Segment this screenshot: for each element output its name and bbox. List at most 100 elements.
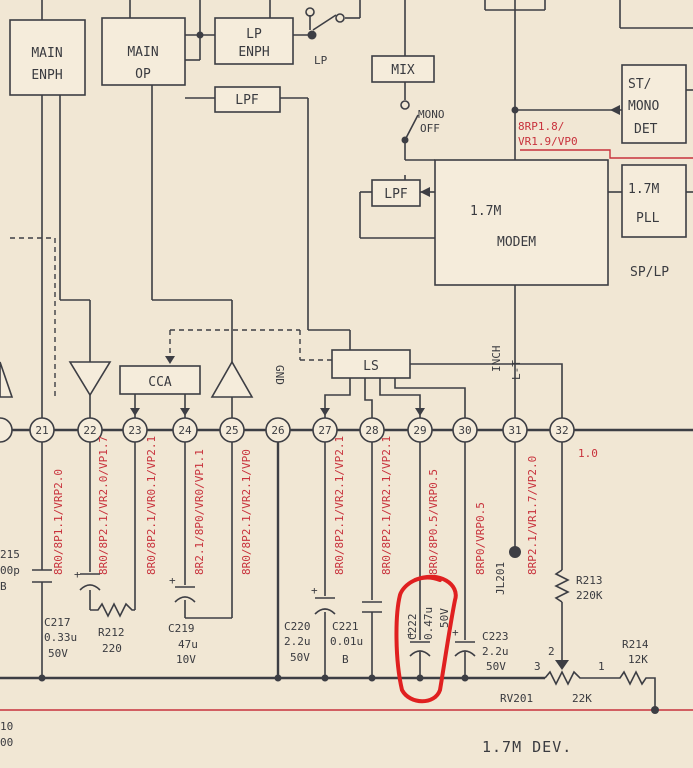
c215-label: 215 xyxy=(0,548,20,561)
c219-voltage: 10V xyxy=(176,653,196,666)
pin-number: 23 xyxy=(128,424,141,437)
c220-value: 2.2u xyxy=(284,635,311,648)
inch-label: INCH xyxy=(490,346,503,373)
c219-value: 47u xyxy=(178,638,198,651)
r214-value: 12K xyxy=(628,653,648,666)
capacitor-c222: + xyxy=(407,628,431,657)
pin-voltage-label: 8R0/8P2.1/VR2.1/VP0 xyxy=(240,449,253,575)
main-op-line1: MAIN xyxy=(127,45,158,60)
c217-label: C217 xyxy=(44,616,71,629)
left-edge-label-2: 00 xyxy=(0,736,13,749)
mono-label: MONO xyxy=(418,108,445,121)
st-mono-det-line1: ST/ xyxy=(628,77,651,92)
mono-off-switch xyxy=(400,100,419,141)
ls-output-32 xyxy=(410,363,563,418)
lp-switch xyxy=(305,7,345,31)
l-t-label: L-T xyxy=(510,360,523,380)
c223-label: C223 xyxy=(482,630,509,643)
pin-voltage-label: 8R0/8P2.1/VR2.1/VP2.1 xyxy=(380,436,393,575)
main-enph-line1: MAIN xyxy=(31,46,62,61)
gnd-label: GND xyxy=(273,365,286,385)
main-enph-line2: ENPH xyxy=(31,68,62,83)
pin-number: 27 xyxy=(318,424,331,437)
r213-value: 220K xyxy=(576,589,603,602)
arrow-icon xyxy=(180,408,190,416)
buffer-triangle-20 xyxy=(0,361,14,398)
lpf-mid-label: LPF xyxy=(384,187,408,202)
junction-dot xyxy=(38,674,46,682)
pin-voltage-label: 8R0/8P2.1/VR2.1/VP2.1 xyxy=(333,436,346,575)
modem-line2: MODEM xyxy=(497,235,536,250)
c221-type: B xyxy=(342,653,349,666)
lpf-top-label: LPF xyxy=(235,93,259,108)
pin-voltage-label: 8R0/8P2.1/VR0.1/VP2.1 xyxy=(145,436,158,575)
c221-label: C221 xyxy=(332,620,359,633)
c215-value: 00p xyxy=(0,564,20,577)
svg-text:+: + xyxy=(311,584,318,597)
c222-label: C222 xyxy=(406,614,419,641)
r214-label: R214 xyxy=(622,638,649,651)
ls-output-28 xyxy=(364,378,373,418)
arrow-icon xyxy=(130,408,140,416)
lp-enph-line1: LP xyxy=(246,27,262,42)
off-label: OFF xyxy=(420,122,440,135)
pin-voltage-label: 8R0/8P2.1/VR2.0/VP1.7 xyxy=(97,436,110,575)
main-op-line2: OP xyxy=(135,67,151,82)
arrow-icon xyxy=(610,105,620,115)
lpf-top-block xyxy=(214,86,281,113)
buffer-triangle-22 xyxy=(68,361,112,397)
st-mono-det-block xyxy=(621,64,687,144)
arrow-icon xyxy=(415,408,425,416)
c219-label: C219 xyxy=(168,622,195,635)
r213-label: R213 xyxy=(576,574,603,587)
buffer-triangle-25 xyxy=(210,360,254,398)
arrow-icon xyxy=(420,187,430,197)
sp-lp-label: SP/LP xyxy=(630,265,669,280)
pin-number: 22 xyxy=(83,424,96,437)
pll-line2: PLL xyxy=(636,211,660,226)
pin-voltage-labels: 8R0/8P1.1/VRP2.0 8R0/8P2.1/VR2.0/VP1.7 8R0… xyxy=(52,436,539,575)
modem-block xyxy=(434,159,609,286)
junction-dot xyxy=(307,30,317,40)
ls-output-30 xyxy=(394,378,466,418)
st-mono-det-line3: DET xyxy=(634,122,658,137)
c221-value: 0.01u xyxy=(330,635,363,648)
rv201-label: RV201 xyxy=(500,692,533,705)
capacitor-c215 xyxy=(32,569,52,583)
pin-number: 30 xyxy=(458,424,471,437)
modem-line1: 1.7M xyxy=(470,204,501,219)
ls-block xyxy=(331,349,411,379)
rv201-pin-2: 2 xyxy=(548,645,555,658)
junction-dot xyxy=(321,674,329,682)
pin-voltage-label: 8R0/8P0.5/VRP0.5 xyxy=(427,469,440,575)
pin-voltage-label: 8RP0/VRP0.5 xyxy=(474,502,487,575)
rv201-pin-3: 3 xyxy=(534,660,541,673)
pll-block xyxy=(621,164,687,238)
svg-text:+: + xyxy=(452,626,459,639)
capacitor-c217: + xyxy=(74,568,101,591)
red-annotation-line1: 8RP1.8/ xyxy=(518,120,564,133)
pin-number: 32 xyxy=(555,424,568,437)
capacitor-c220: + xyxy=(311,584,336,615)
junction-dot xyxy=(416,674,424,682)
c215-type: B xyxy=(0,580,7,593)
red-annotation-line2: VR1.9/VP0 xyxy=(518,135,578,148)
c222-voltage: 50V xyxy=(438,608,451,628)
pin-number: 26 xyxy=(271,424,284,437)
cca-label: CCA xyxy=(148,375,172,390)
capacitor-c223: + xyxy=(452,626,476,657)
ls-label: LS xyxy=(363,359,379,374)
pin-20-circle xyxy=(0,417,13,443)
ls-output-29 xyxy=(379,378,421,418)
red-highlight-circle xyxy=(394,574,458,704)
pin-number: 31 xyxy=(508,424,521,437)
junction-dot xyxy=(368,674,376,682)
c223-value: 2.2u xyxy=(482,645,509,658)
c217-value: 0.33u xyxy=(44,631,77,644)
junction-dot xyxy=(274,674,282,682)
pin-number: 25 xyxy=(225,424,238,437)
svg-text:+: + xyxy=(169,574,176,587)
pin-voltage-label: 8R0/8P1.1/VRP2.0 xyxy=(52,469,65,575)
arrow-icon xyxy=(165,356,175,364)
c220-label: C220 xyxy=(284,620,311,633)
